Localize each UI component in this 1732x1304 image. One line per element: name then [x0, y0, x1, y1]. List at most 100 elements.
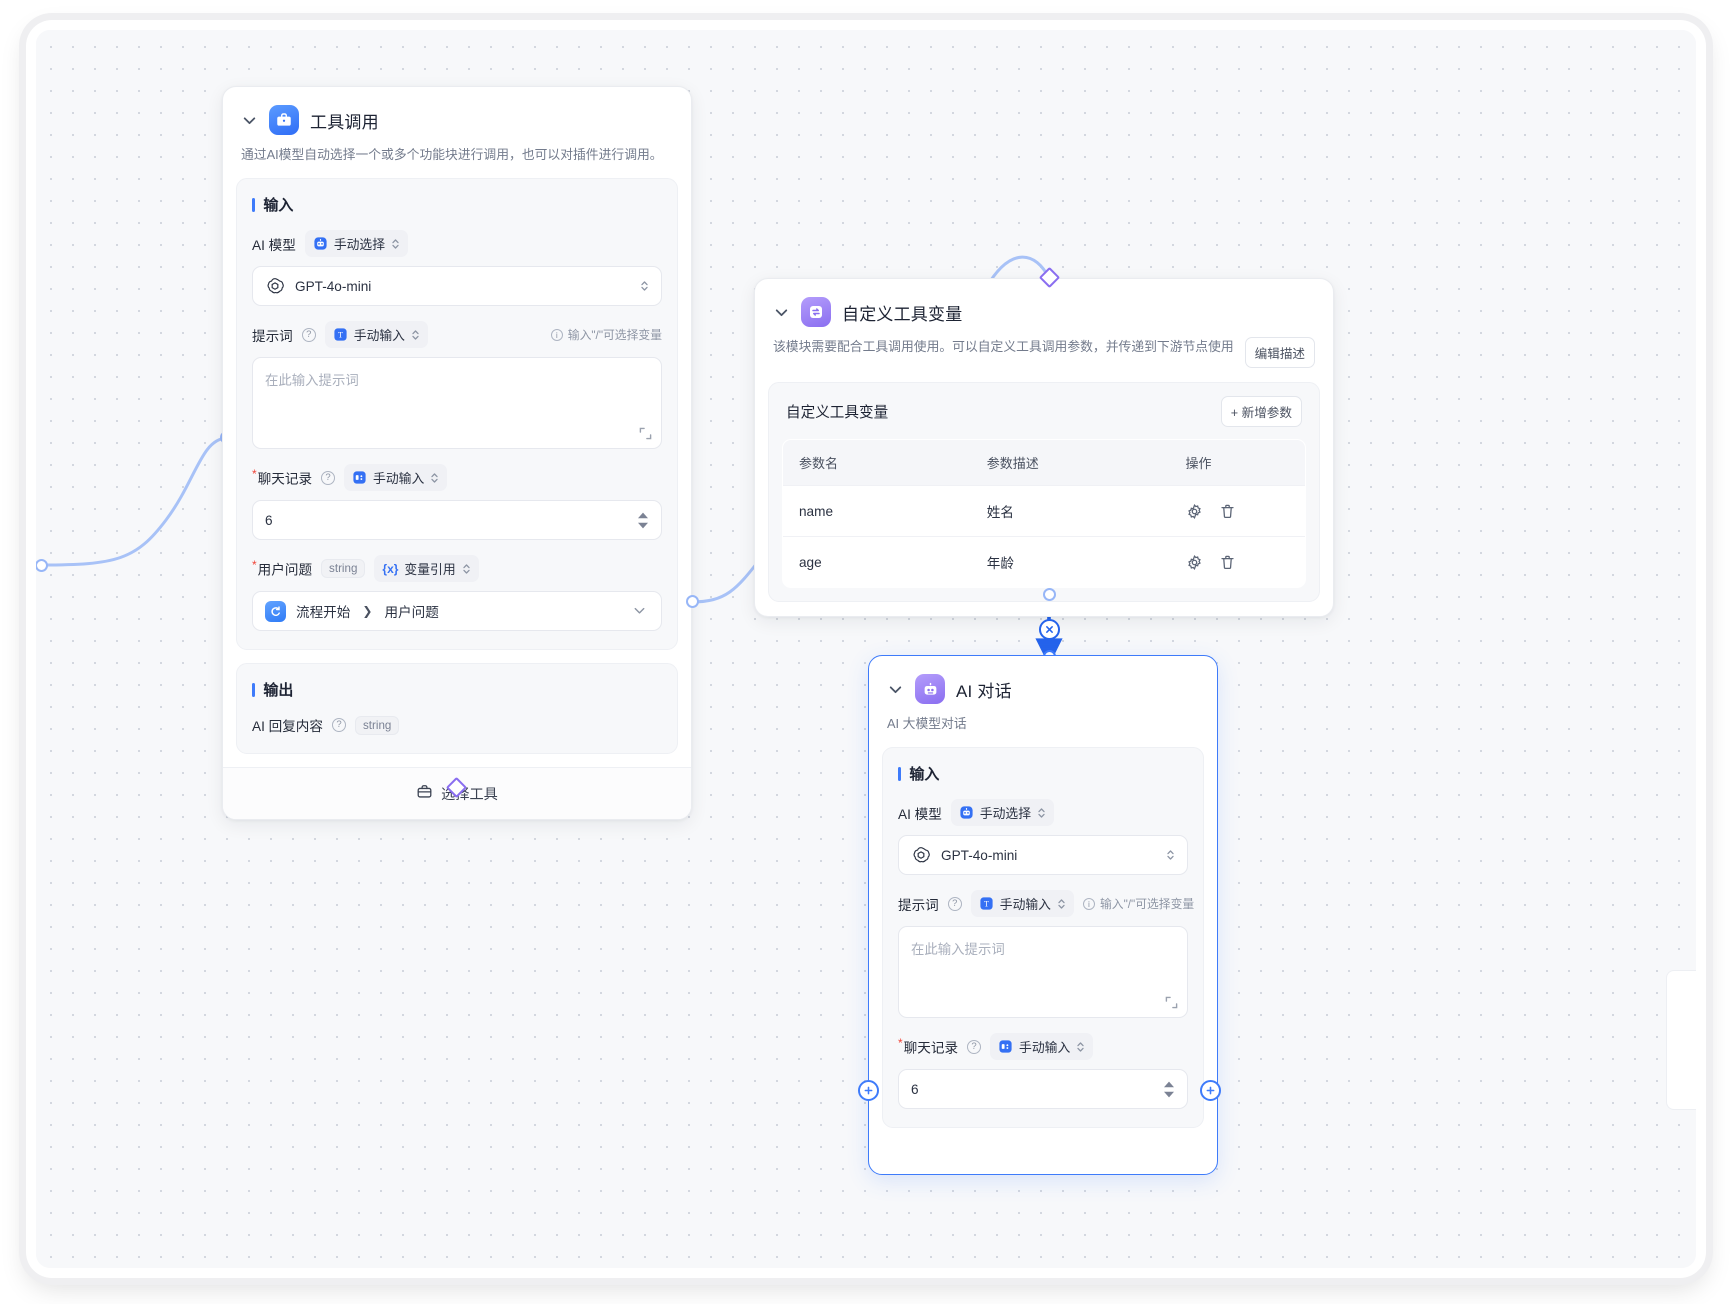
chevron-down-icon[interactable] — [773, 304, 790, 321]
chat-history-mode-label: 手动输入 — [373, 471, 425, 487]
field-prompt: 提示词 ? T 手动输入 i — [898, 890, 1194, 1019]
node-title: 自定义工具变量 — [842, 304, 963, 324]
svg-text:T: T — [984, 900, 989, 909]
ai-model-mode-select[interactable]: 手动选择 — [304, 230, 408, 258]
chat-history-value: 6 — [911, 1081, 919, 1097]
prompt-placeholder: 在此输入提示词 — [911, 942, 1005, 958]
prompt-textarea[interactable]: 在此输入提示词 — [252, 357, 662, 450]
prompt-hint-text: 输入"/"可选择变量 — [1099, 897, 1195, 912]
node-tool-call[interactable]: 工具调用 通过AI模型自动选择一个或多个功能块进行调用，也可以对插件进行调用。 … — [222, 86, 692, 821]
param-name: name — [783, 485, 971, 537]
prompt-mode-select[interactable]: T 手动输入 — [324, 321, 428, 349]
chevron-down-icon[interactable] — [887, 681, 904, 698]
ai-model-mode-label: 手动选择 — [333, 237, 385, 253]
text-input-icon: T — [333, 327, 348, 342]
chevron-down-icon[interactable] — [632, 603, 649, 620]
chat-history-value: 6 — [265, 512, 273, 528]
prompt-textarea[interactable]: 在此输入提示词 — [898, 926, 1188, 1019]
flow-start-icon — [265, 600, 286, 622]
chevron-updown-icon — [462, 562, 471, 576]
trash-icon[interactable] — [1219, 554, 1236, 571]
prompt-mode-label: 手动输入 — [999, 897, 1051, 913]
gear-icon[interactable] — [1186, 554, 1203, 571]
ai-model-mode-label: 手动选择 — [979, 806, 1031, 822]
help-icon[interactable]: ? — [321, 470, 336, 485]
chevron-updown-icon — [1037, 806, 1046, 820]
help-icon[interactable]: ? — [947, 896, 962, 911]
exchange-icon — [801, 297, 831, 327]
right-side-panel[interactable] — [1666, 970, 1696, 1110]
field-ai-model: AI 模型 手动选择 — [898, 799, 1188, 876]
tool-call-title-row: 工具调用 — [241, 105, 673, 135]
edge-endpoint-left[interactable] — [36, 559, 48, 572]
output-type-tag: string — [355, 715, 400, 735]
field-ai-model: AI 模型 手动选择 — [252, 230, 662, 307]
field-prompt: 提示词 ? T 手动输入 i — [252, 321, 662, 450]
help-icon[interactable]: ? — [332, 718, 346, 733]
number-stepper[interactable] — [637, 512, 649, 529]
trash-icon[interactable] — [1219, 503, 1236, 520]
user-question-type-tag: string — [321, 559, 366, 579]
number-stepper[interactable] — [1163, 1081, 1175, 1098]
ai-chat-title-row: AI 对话 — [887, 674, 1199, 704]
ai-model-mode-select[interactable]: 手动选择 — [950, 799, 1054, 827]
parameters-table: 参数名 参数描述 操作 name 姓名 — [782, 439, 1306, 588]
chat-history-mode-select[interactable]: 手动输入 — [344, 464, 448, 492]
tool-vars-panel-head: 自定义工具变量 + 新增参数 — [782, 396, 1306, 427]
chevron-updown-icon — [411, 328, 420, 342]
ai-chat-right-add-handle[interactable] — [1200, 1080, 1221, 1101]
node-ai-chat[interactable]: AI 对话 AI 大模型对话 输入 AI 模型 手动选择 — [868, 655, 1218, 1175]
node-tool-variables[interactable]: 自定义工具变量 该模块需要配合工具调用使用。可以自定义工具调用参数，并传递到下游… — [754, 278, 1334, 617]
prompt-mode-label: 手动输入 — [353, 328, 405, 344]
tool-call-input-section: 输入 AI 模型 手动选择 — [236, 178, 678, 651]
tool-call-output-section: 输出 AI 回复内容 ? string — [236, 663, 678, 755]
user-question-mode-select[interactable]: {x} 变量引用 — [374, 555, 479, 583]
ai-model-value-select[interactable]: GPT-4o-mini — [898, 835, 1188, 876]
prompt-placeholder: 在此输入提示词 — [265, 373, 359, 389]
chat-history-mode-select[interactable]: 手动输入 — [990, 1033, 1094, 1061]
chat-history-number-input[interactable]: 6 — [252, 500, 662, 541]
ai-model-value-select[interactable]: GPT-4o-mini — [252, 266, 662, 307]
chevron-updown-icon[interactable] — [1166, 848, 1175, 862]
param-desc: 姓名 — [970, 485, 1170, 537]
chat-history-number-input[interactable]: 6 — [898, 1069, 1188, 1110]
table-row[interactable]: name 姓名 — [783, 485, 1305, 537]
user-question-label: *用户问题 — [252, 558, 313, 578]
tool-vars-header: 自定义工具变量 该模块需要配合工具调用使用。可以自定义工具调用参数，并传递到下游… — [755, 279, 1333, 382]
openai-logo-icon — [911, 845, 931, 865]
ai-model-label: AI 模型 — [898, 806, 942, 822]
input-section-title: 输入 — [898, 763, 1188, 784]
chat-history-label: *聊天记录 — [252, 467, 313, 487]
chat-history-label: *聊天记录 — [898, 1036, 959, 1056]
tool-call-right-handle[interactable] — [686, 595, 699, 608]
help-icon[interactable]: ? — [301, 327, 316, 342]
prompt-mode-select[interactable]: T 手动输入 — [970, 890, 1074, 918]
add-parameter-button[interactable]: + 新增参数 — [1220, 396, 1302, 427]
gear-icon[interactable] — [1186, 503, 1203, 520]
tool-call-description: 通过AI模型自动选择一个或多个功能块进行调用，也可以对插件进行调用。 — [241, 147, 663, 162]
svg-text:T: T — [338, 331, 343, 340]
workflow-canvas-wrap: 工具调用 通过AI模型自动选择一个或多个功能块进行调用，也可以对插件进行调用。 … — [36, 30, 1696, 1268]
ai-chat-input-section: 输入 AI 模型 手动选择 — [882, 747, 1204, 1129]
user-question-variable-select[interactable]: 流程开始 ❯ 用户问题 — [252, 591, 662, 632]
field-user-question: *用户问题 string {x} 变量引用 — [252, 555, 662, 632]
edit-description-button[interactable]: 编辑描述 — [1244, 337, 1315, 368]
prompt-label: 提示词 — [252, 328, 293, 344]
ai-chat-header: AI 对话 AI 大模型对话 — [869, 656, 1217, 747]
tool-vars-output-handle[interactable] — [1043, 588, 1056, 601]
table-row[interactable]: age 年龄 — [783, 536, 1305, 587]
chevron-updown-icon — [391, 237, 400, 251]
chevron-updown-icon[interactable] — [640, 279, 649, 293]
ai-chat-left-add-handle[interactable] — [858, 1080, 879, 1101]
expand-icon[interactable] — [1165, 996, 1178, 1009]
chevron-updown-icon — [430, 471, 439, 485]
expand-icon[interactable] — [639, 427, 652, 440]
chevron-down-icon[interactable] — [241, 112, 258, 129]
info-icon: i — [1082, 897, 1095, 910]
field-chat-history: *聊天记录 ? 手动输入 6 — [252, 464, 662, 541]
ai-model-label: AI 模型 — [252, 237, 296, 253]
node-title: 工具调用 — [310, 112, 379, 132]
robot-icon — [959, 805, 974, 820]
edge-delete-button[interactable] — [1039, 619, 1060, 640]
help-icon[interactable]: ? — [967, 1039, 982, 1054]
